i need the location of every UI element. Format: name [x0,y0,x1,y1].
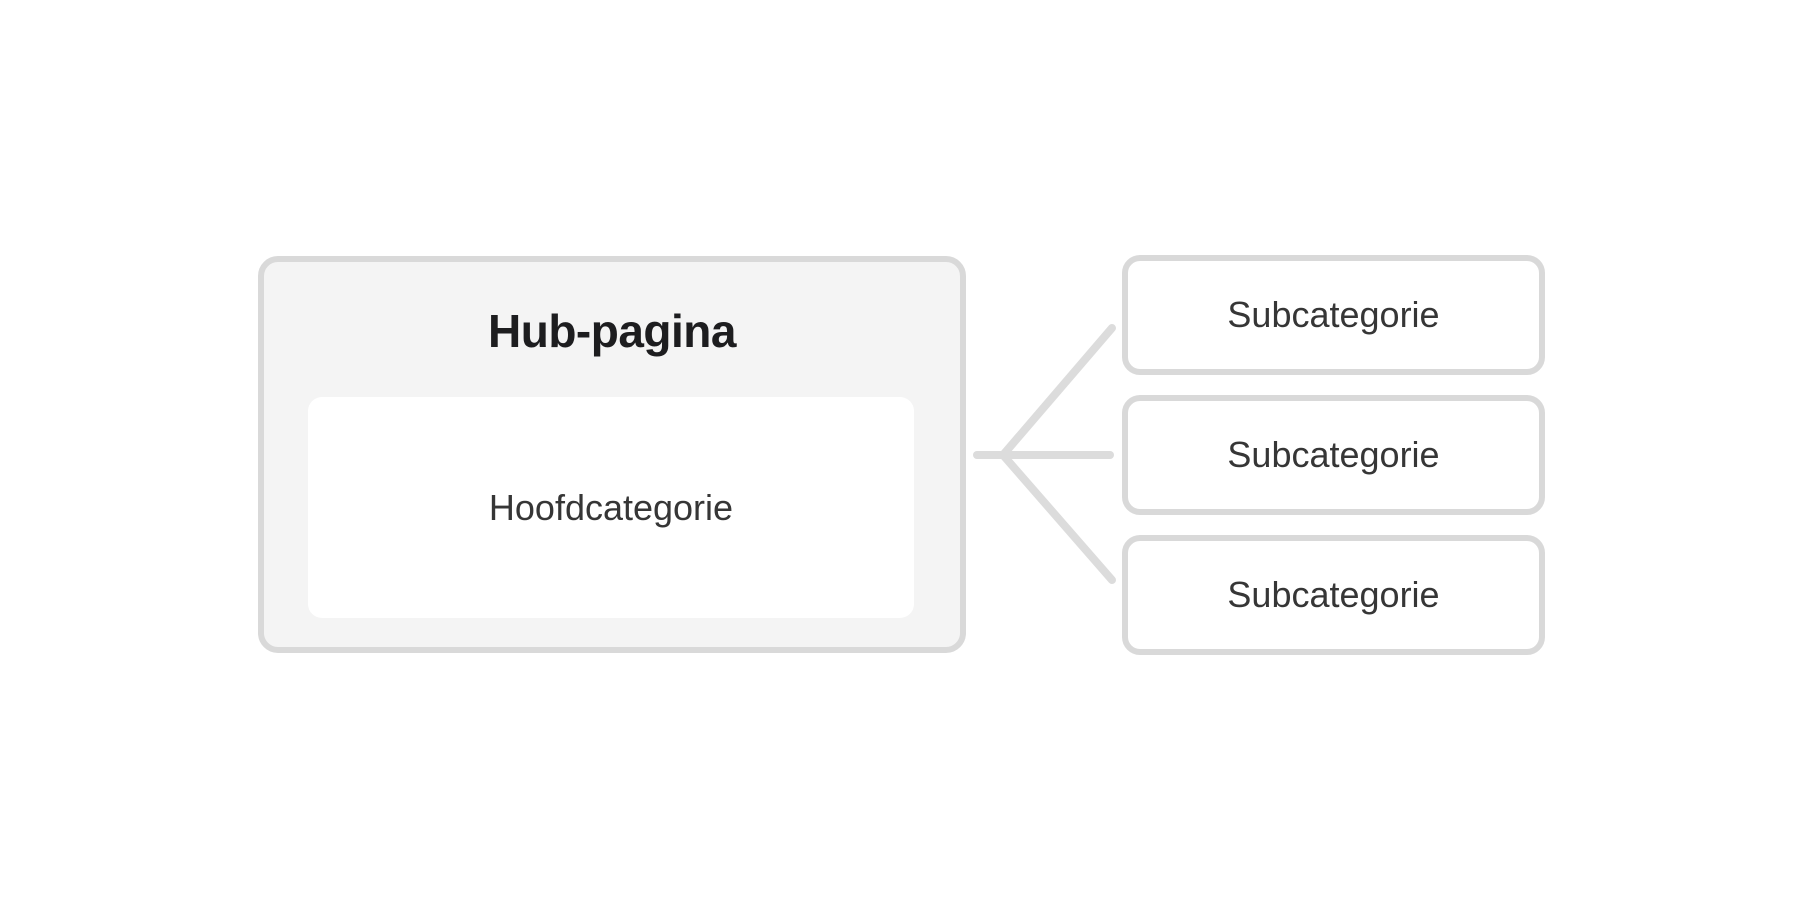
connector-line-top [999,324,1116,459]
subcategory-label: Subcategorie [1227,294,1440,335]
hub-page-node: Hub-pagina Hoofdcategorie [258,256,966,653]
subcategory-node-1: Subcategorie [1122,255,1545,375]
subcategory-label: Subcategorie [1227,574,1440,615]
subcategory-label: Subcategorie [1227,434,1440,475]
subcategory-node-2: Subcategorie [1122,395,1545,515]
hub-page-title: Hub-pagina [488,305,736,357]
main-category-card: Hoofdcategorie [308,397,914,618]
subcategory-node-3: Subcategorie [1122,535,1545,655]
connector-line-bottom [999,451,1116,584]
main-category-label: Hoofdcategorie [488,486,734,528]
